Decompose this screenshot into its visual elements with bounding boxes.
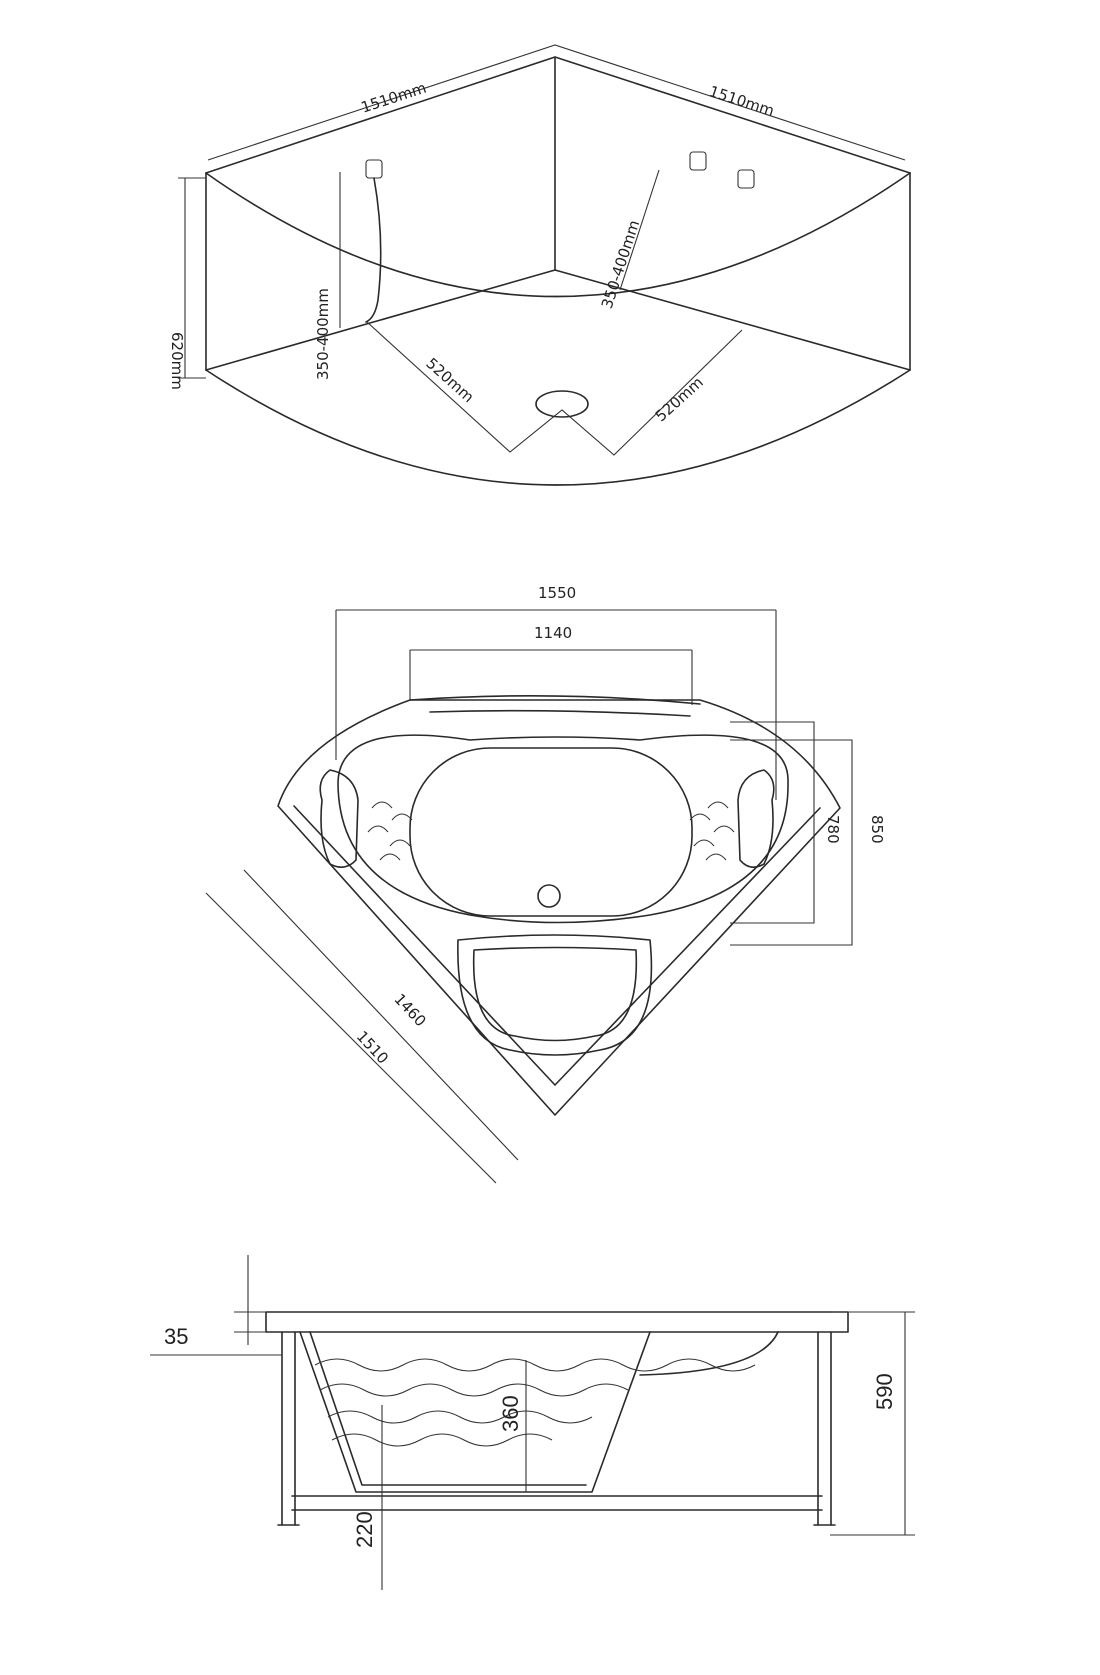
dim-side-leg-height: 220 xyxy=(352,1511,377,1548)
dim-plan-depth-inner: 780 xyxy=(824,815,842,844)
dim-plan-outer-width: 1550 xyxy=(538,584,576,602)
dim-control-height: 350-400mm xyxy=(598,218,644,311)
side-view: 35 360 590 220 xyxy=(150,1255,915,1590)
dim-side-water-depth: 360 xyxy=(498,1395,523,1432)
dim-drain-right: 520mm xyxy=(652,373,707,425)
dim-top-right-width: 1510mm xyxy=(707,82,777,120)
dim-plan-depth-outer: 850 xyxy=(868,815,886,844)
dim-plan-side-inner: 1460 xyxy=(390,990,429,1030)
dim-top-height: 620mm xyxy=(168,332,186,390)
perspective-view: 1510mm 1510mm 620mm 350-400mm 350-400mm … xyxy=(168,44,911,486)
dim-hose-height: 350-400mm xyxy=(314,288,332,380)
dim-plan-side-outer: 1510 xyxy=(353,1027,392,1067)
dim-side-total-height: 590 xyxy=(872,1373,897,1410)
dim-plan-inner-width: 1140 xyxy=(534,624,572,642)
plan-view: 1550 1140 780 850 1460 1510 xyxy=(205,584,886,1184)
dim-side-rim: 35 xyxy=(164,1324,188,1349)
